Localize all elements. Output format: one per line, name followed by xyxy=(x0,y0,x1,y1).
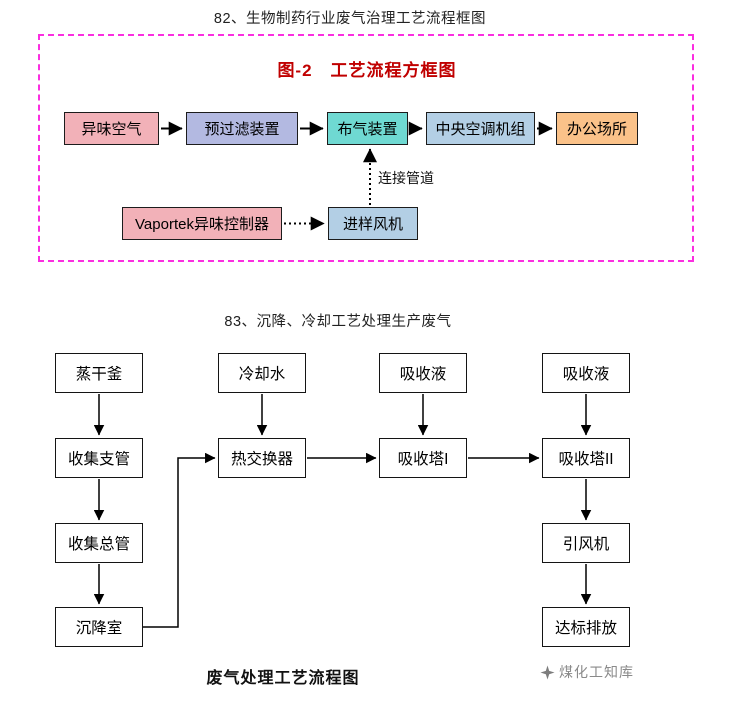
node-central-ac: 中央空调机组 xyxy=(426,112,535,145)
node-collect-main: 收集总管 xyxy=(55,523,143,563)
node-settling-chamber: 沉降室 xyxy=(55,607,143,647)
diagram-82-frame xyxy=(38,34,694,262)
diagram-83-caption: 废气处理工艺流程图 xyxy=(206,670,360,687)
section-83-title: 83、沉降、冷却工艺处理生产废气 xyxy=(224,314,452,330)
watermark-text: 煤化工知库 xyxy=(559,664,634,680)
diagram-83-arrows xyxy=(93,394,592,628)
watermark: 煤化工知库 xyxy=(540,662,634,682)
node-vaportek-controller: Vaportek异味控制器 xyxy=(122,207,282,240)
node-prefilter: 预过滤装置 xyxy=(186,112,298,145)
connecting-pipe-label: 连接管道 xyxy=(378,170,434,186)
coal-chem-logo-icon xyxy=(540,664,555,680)
node-collect-branch: 收集支管 xyxy=(55,438,143,478)
arrow-settling-to-exchanger-elbow xyxy=(143,452,216,628)
node-induced-fan: 引风机 xyxy=(542,523,630,563)
node-cooling-water: 冷却水 xyxy=(218,353,306,393)
node-absorb-liquid-2: 吸收液 xyxy=(542,353,630,393)
node-absorb-tower-2: 吸收塔II xyxy=(542,438,630,478)
node-sampling-fan: 进样风机 xyxy=(328,207,418,240)
node-office: 办公场所 xyxy=(556,112,638,145)
node-heat-exchanger: 热交换器 xyxy=(218,438,306,478)
node-discharge: 达标排放 xyxy=(542,607,630,647)
node-gas-distributor: 布气装置 xyxy=(327,112,408,145)
node-absorb-tower-1: 吸收塔I xyxy=(379,438,467,478)
node-evaporator: 蒸干釜 xyxy=(55,353,143,393)
node-odor-air: 异味空气 xyxy=(64,112,159,145)
diagram-82-title: 图-2 工艺流程方框图 xyxy=(277,61,457,80)
node-absorb-liquid-1: 吸收液 xyxy=(379,353,467,393)
section-82-title: 82、生物制药行业废气治理工艺流程框图 xyxy=(213,11,487,27)
